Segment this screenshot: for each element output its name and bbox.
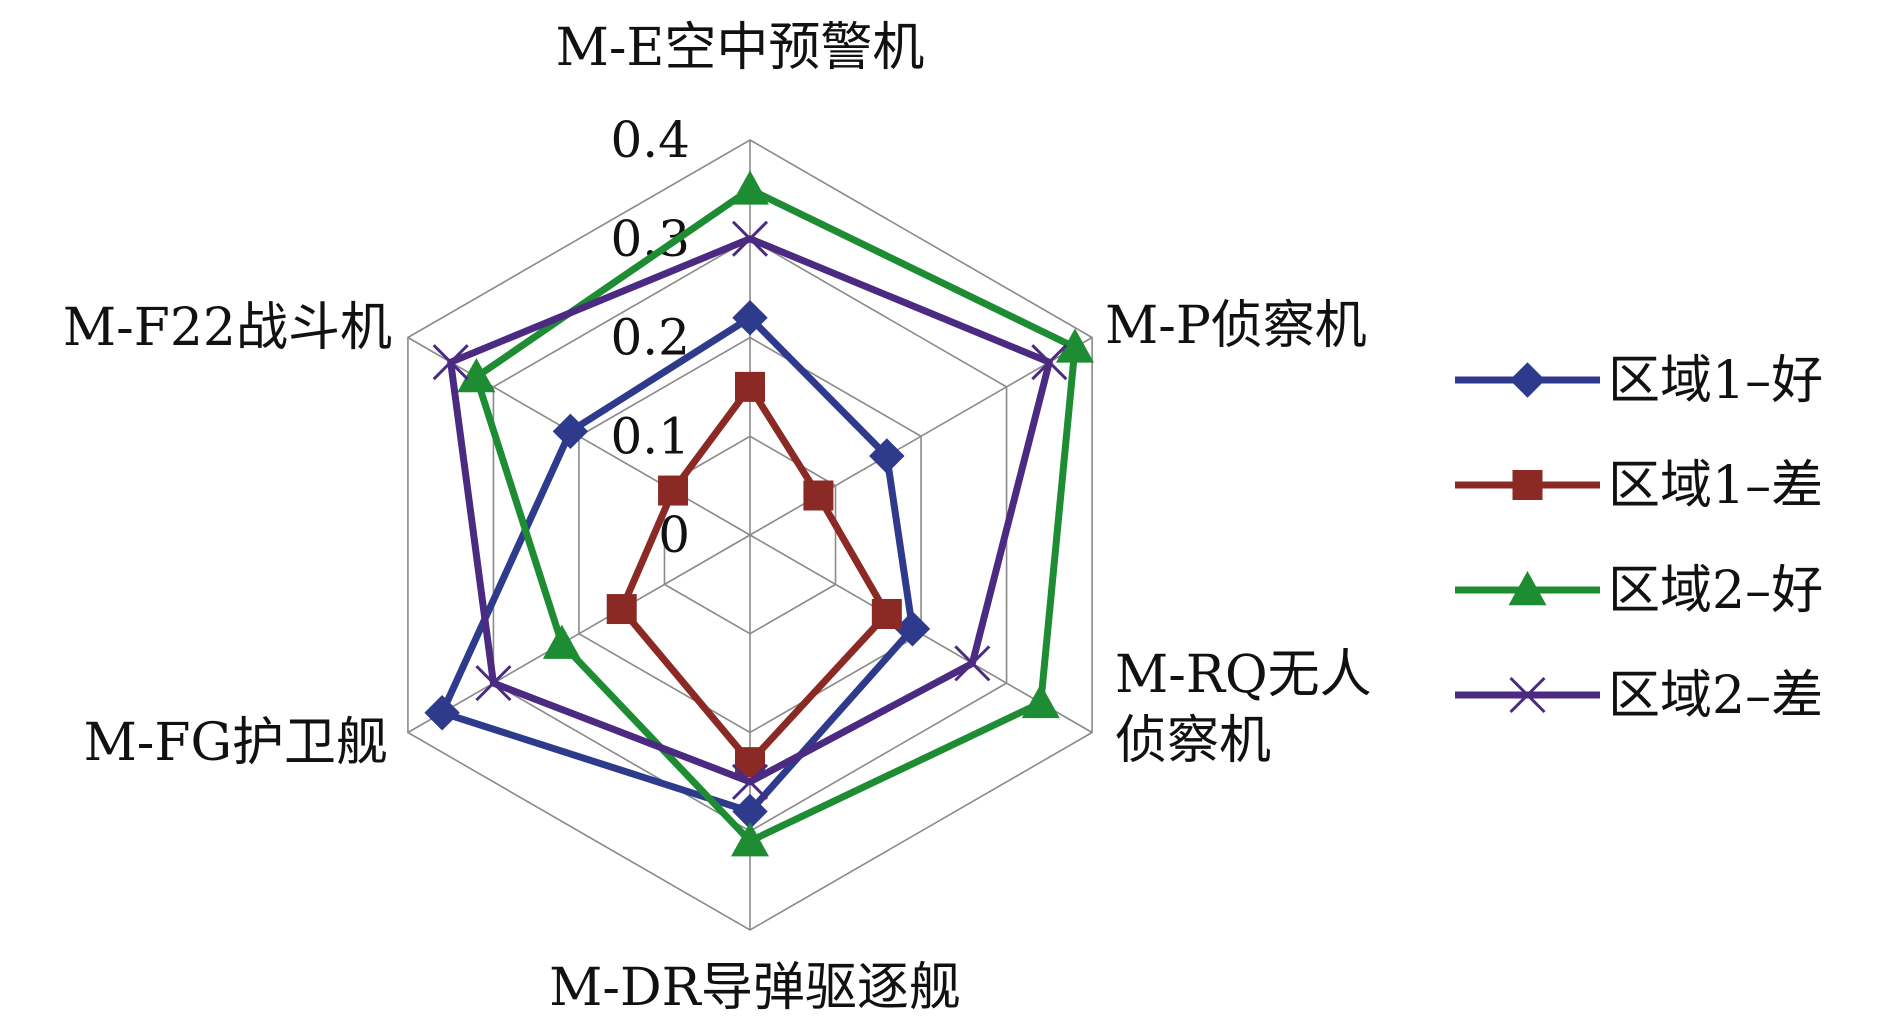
data-point (424, 695, 460, 731)
x-stroke (1509, 676, 1546, 714)
legend-label: 区域2–差 (1608, 666, 1823, 726)
x-stroke (954, 645, 991, 682)
tick-label: 0.2 (610, 309, 690, 367)
legend-marker (1508, 571, 1547, 606)
axis-label: M-P侦察机 (1105, 296, 1367, 356)
legend-item: 区域2–差 (1455, 666, 1823, 726)
x-stroke (731, 763, 769, 800)
axis-label: M-DR导弹驱逐舰 (549, 958, 961, 1018)
x-stroke (731, 220, 769, 257)
data-point (457, 358, 496, 393)
legend-item: 区域2–好 (1455, 561, 1823, 621)
legend-marker (1509, 362, 1546, 398)
series-4 (432, 220, 1068, 800)
axis-label: M-FG护卫舰 (84, 713, 388, 773)
data-point (1021, 683, 1060, 719)
legend-item: 区域1–好 (1455, 351, 1823, 411)
radial-tick-labels: 00.10.20.30.4 (610, 111, 690, 564)
series-line (438, 314, 916, 815)
data-point (871, 599, 902, 629)
data-point (1031, 344, 1068, 381)
data-point (606, 594, 637, 625)
series-group (424, 170, 1094, 857)
tick-label: 0.1 (610, 407, 690, 465)
data-point (732, 300, 768, 336)
legend-marker (1509, 676, 1546, 714)
data-point (475, 665, 512, 702)
data-point (552, 413, 589, 450)
axis-label: M-F22战斗机 (63, 298, 392, 358)
x-stroke (1031, 344, 1068, 381)
legend-marker (1512, 470, 1543, 500)
data-point (432, 344, 469, 381)
legend-item: 区域1–差 (1455, 456, 1823, 516)
grid-spoke (407, 534, 751, 734)
data-point (954, 645, 991, 682)
data-point (731, 763, 769, 800)
data-point (658, 475, 689, 506)
legend-label: 区域1–好 (1608, 351, 1823, 411)
axis-label: M-RQ无人侦察机 (1115, 645, 1372, 771)
data-point (803, 480, 834, 511)
series-3 (457, 170, 1094, 857)
data-point (1055, 328, 1094, 363)
data-point (735, 371, 765, 402)
x-stroke (475, 665, 512, 702)
tick-label: 0.4 (610, 111, 690, 169)
axis-label: M-E空中预警机 (556, 18, 925, 78)
data-point (542, 624, 581, 659)
x-stroke (432, 344, 469, 381)
legend-label: 区域1–差 (1608, 456, 1823, 516)
axis-labels: M-E空中预警机 M-P侦察机 M-RQ无人侦察机 M-DR导弹驱逐舰 M-FG护卫舰 M… (63, 18, 1372, 1018)
data-point (869, 438, 905, 474)
series-2 (606, 371, 902, 778)
data-point (731, 822, 769, 857)
data-point (731, 170, 769, 205)
series-line (472, 185, 1079, 845)
data-point (731, 220, 769, 257)
legend-label: 区域2–好 (1608, 561, 1823, 621)
series-1 (424, 300, 931, 830)
